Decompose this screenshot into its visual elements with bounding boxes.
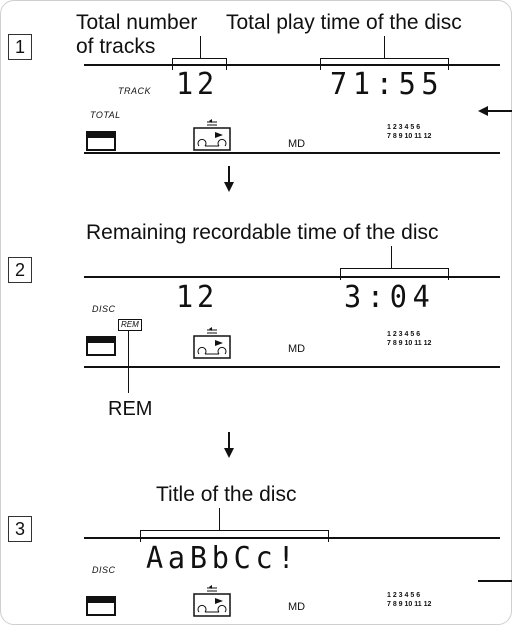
bracket-time-left bbox=[320, 58, 321, 70]
bracket-remaining-left bbox=[340, 268, 341, 280]
label-rem: REM bbox=[108, 398, 153, 420]
label-md: MD bbox=[288, 601, 306, 613]
bracket-title-left bbox=[140, 530, 141, 542]
step-1-number: 1 bbox=[8, 34, 32, 60]
connector-tracks bbox=[200, 36, 201, 58]
display-3-disc-title: AaBbCc! bbox=[146, 541, 300, 576]
connector-playtime bbox=[384, 36, 385, 58]
display-1-track-count: 12 bbox=[176, 67, 218, 102]
rem-indicator: REM bbox=[118, 319, 142, 331]
caption-total-play-time: Total play time of the disc bbox=[226, 11, 462, 34]
display-block-icon bbox=[86, 336, 116, 356]
bracket-title-top bbox=[140, 530, 328, 531]
bracket-remaining-right bbox=[448, 268, 449, 280]
display-2-topline bbox=[84, 276, 500, 278]
bracket-time-top bbox=[320, 58, 448, 59]
disc-cassette-icon bbox=[193, 585, 231, 617]
label-disc: DISC bbox=[92, 565, 116, 575]
display-1-topline bbox=[84, 64, 500, 66]
label-track: TRACK bbox=[118, 86, 152, 96]
display-1-play-time: 71:55 bbox=[330, 67, 445, 102]
caption-remaining-time: Remaining recordable time of the disc bbox=[86, 221, 439, 244]
caption-total-number: Total number of tracks bbox=[76, 11, 197, 59]
display-2-track-count: 12 bbox=[176, 280, 218, 315]
display-block-icon bbox=[86, 131, 116, 151]
bracket-title-right bbox=[328, 530, 329, 542]
caption-total-number-text: Total number of tracks bbox=[76, 11, 198, 58]
label-md: MD bbox=[288, 343, 306, 355]
display-block-icon bbox=[86, 596, 116, 616]
label-md: MD bbox=[288, 138, 306, 150]
bracket-tracks-left bbox=[172, 58, 173, 70]
bracket-remaining-top bbox=[340, 268, 448, 269]
display-1-bottomline bbox=[84, 152, 500, 154]
step-3-number: 3 bbox=[8, 516, 32, 542]
bracket-tracks-top bbox=[172, 58, 226, 59]
arrow-down-icon bbox=[224, 166, 234, 192]
connector-title bbox=[219, 508, 220, 530]
side-marker bbox=[478, 580, 512, 582]
label-total: TOTAL bbox=[90, 110, 121, 120]
display-2-remaining-time: 3:04 bbox=[344, 280, 436, 315]
disc-cassette-icon bbox=[193, 327, 231, 359]
arrow-left-icon bbox=[478, 106, 512, 116]
caption-disc-title: Title of the disc bbox=[156, 483, 297, 506]
display-2-bottomline bbox=[84, 366, 500, 368]
bracket-time-right bbox=[448, 58, 449, 70]
rem-connector bbox=[128, 331, 129, 393]
connector-remaining bbox=[391, 246, 392, 268]
label-disc: DISC bbox=[92, 304, 116, 314]
display-3-topline bbox=[84, 537, 500, 539]
disc-cassette-icon bbox=[193, 119, 231, 151]
track-number-grid: 1 2 3 4 5 6 7 8 9 10 11 12 bbox=[387, 331, 432, 347]
arrow-down-icon bbox=[224, 432, 234, 458]
step-2-number: 2 bbox=[8, 257, 32, 283]
track-number-grid: 1 2 3 4 5 6 7 8 9 10 11 12 bbox=[387, 592, 432, 608]
track-number-grid: 1 2 3 4 5 6 7 8 9 10 11 12 bbox=[387, 124, 432, 140]
bracket-tracks-right bbox=[226, 58, 227, 70]
